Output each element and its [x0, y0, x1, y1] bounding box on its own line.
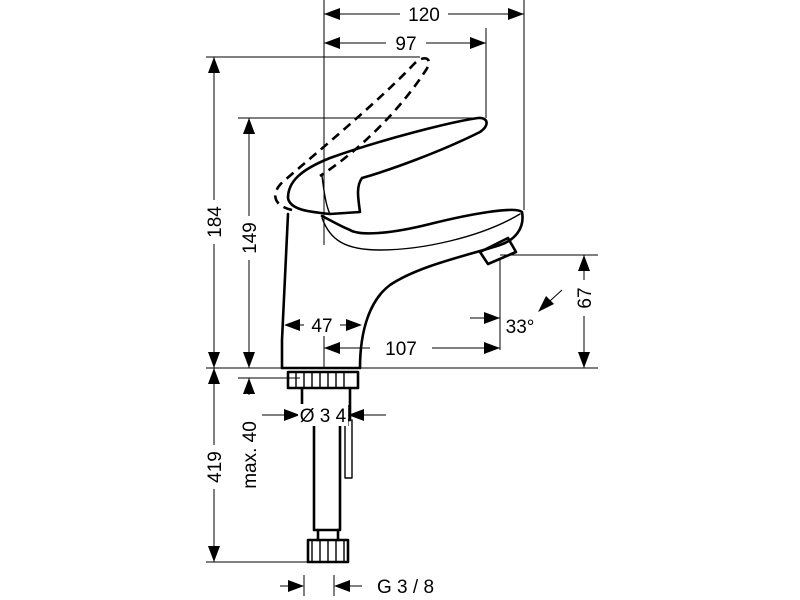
dimension-labels: 120 97 184 149 47 107 33° 67 419 max. 40… — [203, 2, 596, 598]
dimension-lines — [208, 8, 590, 592]
dim-47: 47 — [311, 316, 332, 337]
dim-diameter-34: Ø 3 4 — [300, 406, 347, 427]
lever-dashed — [274, 57, 431, 212]
dim-97: 97 — [395, 34, 416, 55]
dim-g-3-8: G 3 / 8 — [377, 577, 434, 598]
spout-inner-line — [321, 213, 521, 251]
dim-184: 184 — [205, 206, 226, 238]
lever-inner-line — [321, 175, 331, 215]
faucet-outline — [274, 57, 524, 564]
dim-107: 107 — [385, 339, 417, 360]
dim-149: 149 — [240, 222, 261, 254]
dim-67: 67 — [575, 287, 596, 308]
dim-max-40: max. 40 — [240, 421, 261, 489]
hose — [312, 418, 342, 532]
dim-angle-33: 33° — [506, 317, 535, 338]
body-and-spout — [280, 208, 524, 370]
dim-419: 419 — [205, 451, 226, 483]
base-flange — [286, 370, 360, 390]
lever-solid — [286, 116, 488, 216]
aerator — [478, 236, 518, 266]
extension-lines — [206, 0, 598, 596]
dim-120: 120 — [408, 5, 440, 26]
